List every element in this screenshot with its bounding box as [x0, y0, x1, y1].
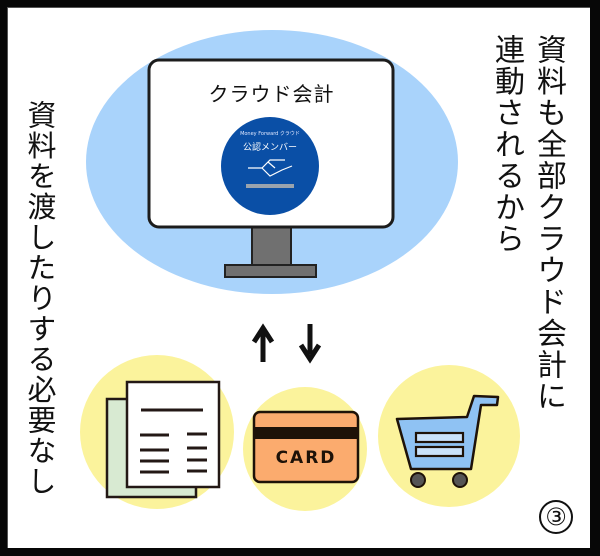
caption-left: 資料を渡したりする必要なし	[23, 100, 57, 497]
arrow-up-icon	[251, 323, 275, 362]
panel-number: ③	[539, 500, 573, 534]
monitor-stand-neck	[251, 224, 292, 268]
certified-member-badge	[221, 117, 319, 215]
handshake-icon	[248, 159, 293, 177]
badge-label: 公認メンバー	[242, 143, 297, 153]
caption-right-line1: 資料も全部クラウド会計に	[531, 34, 566, 412]
monitor-stand-base	[224, 264, 317, 278]
card-label: CARD	[275, 448, 337, 468]
sync-arrows	[251, 323, 322, 364]
shopping-cart-icon	[395, 394, 500, 488]
arrow-down-icon	[298, 324, 322, 364]
badge-bar	[246, 184, 294, 188]
documents-icon	[105, 380, 221, 499]
monitor-title: クラウド会計	[208, 82, 335, 106]
badge-brand-text: Money Forward クラウド	[240, 131, 300, 137]
caption-right-line2: 連動されるから	[489, 34, 524, 255]
credit-card-icon	[252, 410, 360, 484]
